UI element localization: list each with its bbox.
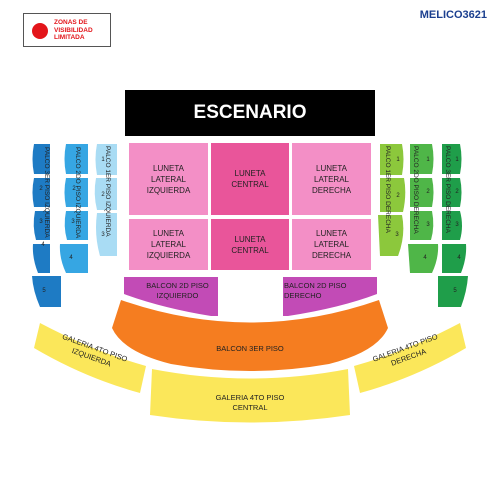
- palco-2-der-box-4[interactable]: [408, 244, 439, 273]
- palco-2-der-boxes: [408, 144, 439, 273]
- box-number: 4: [69, 255, 73, 261]
- galeria-izq[interactable]: [34, 323, 146, 393]
- galeria-der[interactable]: [354, 323, 466, 393]
- palco-3-der-boxes: [438, 144, 468, 307]
- luneta-central-back[interactable]: LUNETA CENTRAL: [211, 219, 289, 270]
- palco-2-der-box-2[interactable]: [410, 178, 434, 207]
- legend-text: ZONAS DE VISIBILIDAD LIMITADA: [54, 19, 93, 41]
- palco-3-izq-box-5[interactable]: [32, 276, 61, 307]
- palco-3-der-box-1[interactable]: [442, 144, 462, 174]
- palco-1-izq-boxes: [94, 144, 118, 256]
- box-number: 2: [39, 186, 43, 192]
- palco-1-izq-label: PALCO 1ER PISO IZQUIERDA: [104, 146, 111, 237]
- box-number: 2: [426, 189, 430, 195]
- luneta-lateral-izq-front[interactable]: LUNETA LATERAL IZQUIERDA: [129, 143, 208, 215]
- galeria-central[interactable]: [150, 369, 350, 423]
- galeria-central-label: GALERIA 4TO PISO CENTRAL: [215, 393, 285, 412]
- palco-3-izq-box-1[interactable]: [32, 144, 51, 174]
- palco-2-izq-box-1[interactable]: [64, 144, 89, 174]
- palco-3-izq-boxes: [32, 144, 61, 307]
- luneta-central-front[interactable]: LUNETA CENTRAL: [211, 143, 289, 215]
- palco-3-der-box-4[interactable]: [442, 244, 467, 273]
- box-number: 2: [101, 192, 105, 198]
- limited-visibility-dot: [32, 23, 48, 39]
- palco-3-izq-box-2[interactable]: [32, 178, 51, 207]
- palco-1-der-boxes: [378, 144, 406, 256]
- balcon-2-der-label: BALCON 2D PISO DERECHO: [284, 281, 347, 300]
- palco-3-izq-box-3[interactable]: [33, 211, 50, 240]
- box-number: 3: [39, 219, 43, 225]
- balcon-2-izq[interactable]: [124, 277, 218, 316]
- palco-3-izq-label: PALCO 3ER PISO IZQUIERDA: [43, 147, 50, 238]
- palco-2-der-box-1[interactable]: [410, 144, 434, 174]
- legend-box: ZONAS DE VISIBILIDAD LIMITADA: [23, 13, 111, 47]
- stage: ESCENARIO: [125, 90, 375, 136]
- palco-3-der-box-5[interactable]: [438, 276, 468, 307]
- box-number: 2: [396, 193, 400, 199]
- palco-2-izq-label: PALCO 2DO PISO IZQUIERDA: [74, 147, 81, 239]
- palco-2-izq-box-4[interactable]: [59, 244, 88, 273]
- box-number: 3: [395, 232, 399, 238]
- palco-1-der-box-3[interactable]: [378, 215, 404, 256]
- balcon-2-izq-label: BALCON 2D PISO IZQUIERDO: [146, 281, 209, 300]
- box-number: 1: [101, 157, 105, 163]
- box-number: 5: [42, 288, 46, 294]
- palco-3-izq-box-4[interactable]: [32, 244, 50, 273]
- balcon-2-der[interactable]: [283, 277, 377, 316]
- box-number: 2: [72, 186, 76, 192]
- box-number: 2: [455, 189, 459, 195]
- palco-1-izq-box-2[interactable]: [94, 178, 117, 210]
- luneta-lateral-izq-back[interactable]: LUNETA LATERAL IZQUIERDA: [129, 219, 208, 270]
- box-number: 5: [453, 288, 457, 294]
- box-number: 4: [423, 255, 427, 261]
- palco-1-izq-box-3[interactable]: [96, 213, 117, 256]
- palco-1-der-box-2[interactable]: [380, 178, 406, 212]
- balcon-3[interactable]: [112, 300, 388, 371]
- box-number: 1: [426, 157, 430, 163]
- palco-3-der-label: PALCO 3ER PISO DERECHA: [444, 146, 451, 233]
- luneta-lateral-der-back[interactable]: LUNETA LATERAL DERECHA: [292, 219, 371, 270]
- luneta-lateral-der-front[interactable]: LUNETA LATERAL DERECHA: [292, 143, 371, 215]
- palco-1-izq-box-1[interactable]: [95, 144, 118, 175]
- box-number: 1: [455, 157, 459, 163]
- box-number: 3: [71, 219, 75, 225]
- palco-2-izq-boxes: [59, 144, 89, 273]
- box-number: 1: [396, 157, 400, 163]
- palco-3-der-box-3[interactable]: [442, 211, 462, 240]
- palco-1-der-label: PALCO 1ER PISO DERECHA: [384, 146, 391, 233]
- palco-2-izq-box-2[interactable]: [64, 178, 89, 207]
- box-number: 4: [457, 255, 461, 261]
- box-number: 3: [101, 232, 105, 238]
- box-number: 3: [426, 222, 430, 228]
- box-number: 3: [455, 222, 459, 228]
- palco-2-der-label: PALCO 2DO PISO DERECHA: [412, 146, 419, 234]
- palco-2-izq-box-3[interactable]: [64, 211, 88, 240]
- event-code: MELICO3621: [419, 9, 487, 21]
- palco-2-der-box-3[interactable]: [410, 211, 434, 240]
- palco-1-der-box-1[interactable]: [380, 144, 404, 175]
- box-number: 4: [41, 242, 45, 248]
- palco-3-der-box-2[interactable]: [442, 178, 462, 207]
- balcon-3-label: BALCON 3ER PISO: [216, 344, 284, 353]
